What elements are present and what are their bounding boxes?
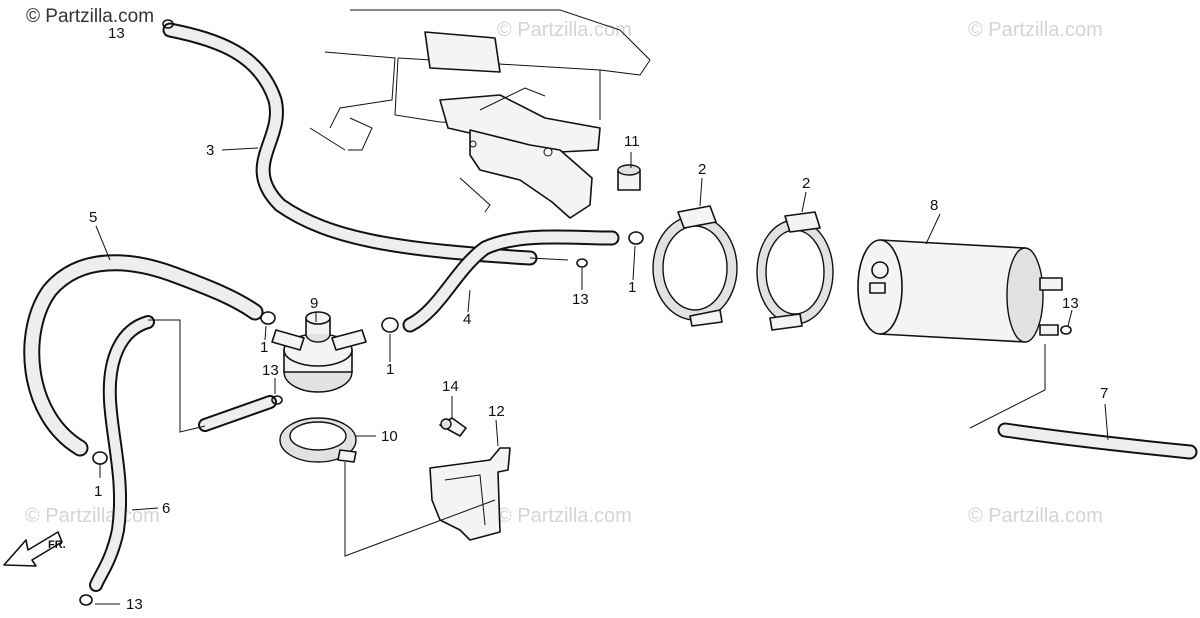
callout-14: 14	[442, 378, 459, 395]
direction-label: FR.	[48, 539, 66, 551]
watermark-bottom-right: © Partzilla.com	[968, 505, 1103, 527]
collar-11	[617, 164, 641, 191]
callout-13-d: 13	[1062, 295, 1079, 312]
callout-1-b: 1	[386, 361, 394, 378]
callout-5: 5	[89, 209, 97, 226]
bracket-12	[429, 447, 511, 541]
callout-13-top: 13	[108, 25, 125, 42]
hose-clips	[79, 19, 1072, 606]
watermark-top-right: © Partzilla.com	[968, 19, 1103, 41]
watermark-main: © Partzilla.com	[26, 6, 154, 27]
hoses	[23, 22, 1198, 592]
watermark-bottom-center: © Partzilla.com	[497, 505, 632, 527]
callout-1-c: 1	[628, 279, 636, 296]
watermark-top-center: © Partzilla.com	[497, 19, 632, 41]
callout-6: 6	[162, 500, 170, 517]
band-2-right	[756, 211, 834, 331]
watermark-bottom-left: © Partzilla.com	[25, 505, 160, 527]
callout-4: 4	[463, 311, 471, 328]
callout-8: 8	[930, 197, 938, 214]
callout-9: 9	[310, 295, 318, 312]
callout-7: 7	[1100, 385, 1108, 402]
callout-13-b: 13	[262, 362, 279, 379]
bolt-14	[439, 417, 467, 437]
band-2-left	[652, 205, 738, 327]
frame-structure	[309, 9, 651, 219]
fuel-filter-8	[857, 239, 1063, 343]
callout-13-e: 13	[126, 596, 143, 613]
callout-2-a: 2	[698, 161, 706, 178]
front-arrow-icon: FR.	[3, 531, 66, 567]
callouts: 13 3 5 9 1 13 1 4 13 1 11 2 2 8 13 7 14 …	[89, 25, 1108, 613]
callout-12: 12	[488, 403, 505, 420]
callout-10: 10	[381, 428, 398, 445]
callout-2-b: 2	[802, 175, 810, 192]
callout-13-c: 13	[572, 291, 589, 308]
callout-11: 11	[624, 133, 640, 150]
leader-lines	[95, 147, 1109, 605]
pump-band-10	[279, 417, 357, 463]
callout-1-a: 1	[260, 339, 268, 356]
fuel-valve	[271, 311, 367, 393]
callout-1-d: 1	[94, 483, 102, 500]
callout-3: 3	[206, 142, 214, 159]
